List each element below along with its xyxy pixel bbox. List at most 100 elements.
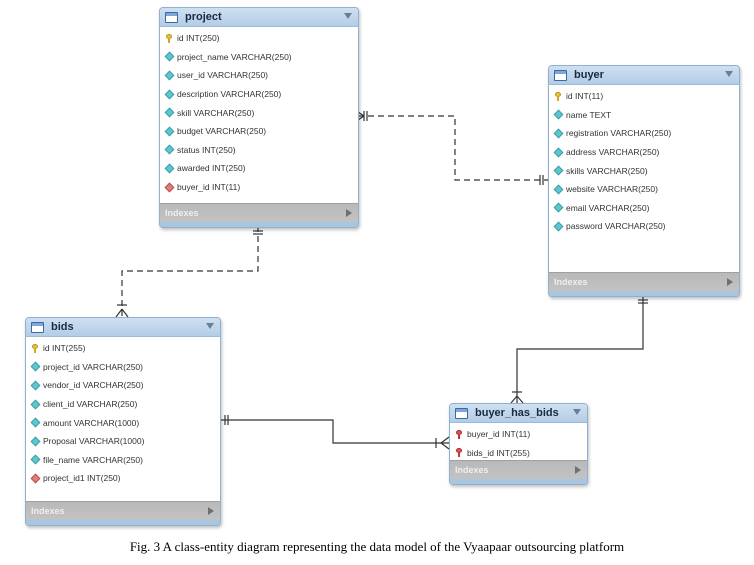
field-row[interactable]: bids_id INT(255) xyxy=(450,444,587,463)
expand-icon[interactable] xyxy=(346,209,352,217)
column-icon xyxy=(553,128,563,139)
field-text: id INT(255) xyxy=(43,343,86,354)
column-icon xyxy=(553,165,563,176)
entity-project[interactable]: project id INT(250) project_name VARCHAR(… xyxy=(159,7,359,228)
expand-icon[interactable] xyxy=(208,507,214,515)
figure-caption: Fig. 3 A class-entity diagram representi… xyxy=(129,539,625,554)
field-text: id INT(250) xyxy=(177,33,220,44)
collapse-icon[interactable] xyxy=(344,13,352,19)
field-row[interactable]: buyer_id INT(11) xyxy=(160,178,358,197)
primary-key-icon xyxy=(553,91,563,101)
field-text: project_name VARCHAR(250) xyxy=(177,51,292,62)
field-row[interactable]: vendor_id VARCHAR(250) xyxy=(26,376,220,395)
entity-title: buyer xyxy=(574,69,604,81)
field-row[interactable]: project_id VARCHAR(250) xyxy=(26,358,220,377)
field-row[interactable]: user_id VARCHAR(250) xyxy=(160,66,358,85)
field-list: id INT(250) project_name VARCHAR(250) user… xyxy=(160,27,358,196)
column-icon xyxy=(164,70,174,81)
field-row[interactable]: skill VARCHAR(250) xyxy=(160,103,358,122)
column-icon xyxy=(553,147,563,158)
foreign-key-icon xyxy=(30,473,40,484)
entity-header[interactable]: buyer xyxy=(549,66,739,85)
column-icon xyxy=(164,163,174,174)
field-text: budget VARCHAR(250) xyxy=(177,126,267,137)
entity-title: buyer_has_bids xyxy=(475,407,559,419)
column-icon xyxy=(164,126,174,137)
collapse-icon[interactable] xyxy=(573,409,581,415)
expand-icon[interactable] xyxy=(575,466,581,474)
field-row[interactable]: project_name VARCHAR(250) xyxy=(160,48,358,67)
field-text: buyer_id INT(11) xyxy=(467,429,531,440)
relationship-bids-buyer-has-bids xyxy=(219,419,449,444)
indexes-section[interactable]: Indexes xyxy=(549,272,739,296)
field-row[interactable]: id INT(250) xyxy=(160,29,358,48)
primary-foreign-key-icon xyxy=(454,429,464,439)
field-row[interactable]: description VARCHAR(250) xyxy=(160,85,358,104)
indexes-label: Indexes xyxy=(554,277,588,287)
field-row[interactable]: Proposal VARCHAR(1000) xyxy=(26,432,220,451)
column-icon xyxy=(30,380,40,391)
field-row[interactable]: email VARCHAR(250) xyxy=(549,199,739,218)
field-row[interactable]: id INT(11) xyxy=(549,87,739,106)
column-icon xyxy=(30,417,40,428)
column-icon xyxy=(30,361,40,372)
table-icon xyxy=(554,69,567,81)
field-text: name TEXT xyxy=(566,109,612,120)
entity-buyer-has-bids[interactable]: buyer_has_bids buyer_id INT(11) bids_id I… xyxy=(449,403,588,485)
field-text: status INT(250) xyxy=(177,144,236,155)
column-icon xyxy=(164,89,174,100)
column-icon xyxy=(553,184,563,195)
field-text: amount VARCHAR(1000) xyxy=(43,417,140,428)
field-row[interactable]: project_id1 INT(250) xyxy=(26,469,220,488)
field-row[interactable]: password VARCHAR(250) xyxy=(549,217,739,236)
field-text: client_id VARCHAR(250) xyxy=(43,399,138,410)
entity-header[interactable]: project xyxy=(160,8,358,27)
column-icon xyxy=(164,107,174,118)
collapse-icon[interactable] xyxy=(206,323,214,329)
indexes-section[interactable]: Indexes xyxy=(160,203,358,227)
field-text: Proposal VARCHAR(1000) xyxy=(43,436,145,447)
foreign-key-icon xyxy=(164,182,174,192)
field-row[interactable]: awarded INT(250) xyxy=(160,159,358,178)
column-icon xyxy=(30,399,40,410)
column-icon xyxy=(553,202,563,213)
field-row[interactable]: amount VARCHAR(1000) xyxy=(26,413,220,432)
entity-header[interactable]: bids xyxy=(26,318,220,337)
field-row[interactable]: buyer_id INT(11) xyxy=(450,425,587,444)
indexes-section[interactable]: Indexes xyxy=(26,501,220,525)
column-icon xyxy=(30,436,40,447)
field-text: project_id1 INT(250) xyxy=(43,473,121,484)
field-row[interactable]: budget VARCHAR(250) xyxy=(160,122,358,141)
field-row[interactable]: website VARCHAR(250) xyxy=(549,180,739,199)
field-row[interactable]: registration VARCHAR(250) xyxy=(549,124,739,143)
column-icon xyxy=(164,144,174,155)
field-row[interactable]: name TEXT xyxy=(549,106,739,125)
field-text: project_id VARCHAR(250) xyxy=(43,361,143,372)
field-row[interactable]: file_name VARCHAR(250) xyxy=(26,451,220,470)
table-icon xyxy=(455,407,468,419)
collapse-icon[interactable] xyxy=(725,71,733,77)
entity-title: bids xyxy=(51,321,74,333)
field-text: awarded INT(250) xyxy=(177,163,246,174)
expand-icon[interactable] xyxy=(727,278,733,286)
field-row[interactable]: skills VARCHAR(250) xyxy=(549,161,739,180)
field-text: id INT(11) xyxy=(566,91,604,102)
field-list: id INT(255) project_id VARCHAR(250) vendor… xyxy=(26,337,220,488)
field-row[interactable]: client_id VARCHAR(250) xyxy=(26,395,220,414)
field-row[interactable]: id INT(255) xyxy=(26,339,220,358)
field-row[interactable]: status INT(250) xyxy=(160,141,358,160)
entity-bids[interactable]: bids id INT(255) project_id VARCHAR(250) v… xyxy=(25,317,221,526)
field-row[interactable]: address VARCHAR(250) xyxy=(549,143,739,162)
field-text: address VARCHAR(250) xyxy=(566,147,660,158)
field-text: file_name VARCHAR(250) xyxy=(43,454,143,465)
entity-header[interactable]: buyer_has_bids xyxy=(450,404,587,423)
field-list: id INT(11) name TEXT registration VARCHAR(… xyxy=(549,85,739,236)
field-text: registration VARCHAR(250) xyxy=(566,128,672,139)
primary-key-icon xyxy=(164,33,174,43)
field-list: buyer_id INT(11) bids_id INT(255) xyxy=(450,423,587,462)
field-text: vendor_id VARCHAR(250) xyxy=(43,380,144,391)
entity-buyer[interactable]: buyer id INT(11) name TEXT registration VA… xyxy=(548,65,740,297)
field-text: skills VARCHAR(250) xyxy=(566,165,648,176)
indexes-section[interactable]: Indexes xyxy=(450,460,587,484)
